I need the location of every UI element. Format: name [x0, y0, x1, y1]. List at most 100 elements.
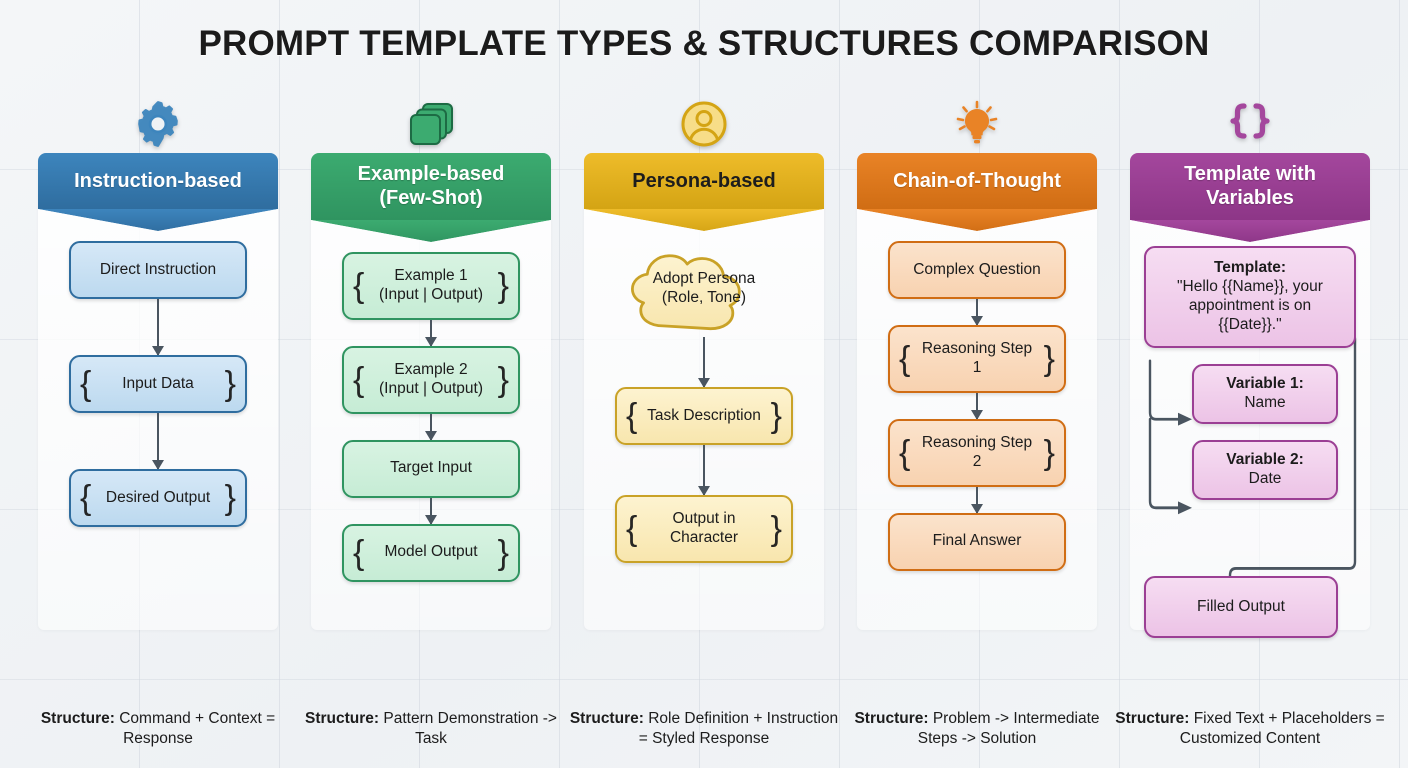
layers-icon	[410, 103, 453, 145]
template-flow: Template: "Hello {{Name}}, your appointm…	[1130, 242, 1370, 755]
variable-value: Date	[1248, 469, 1282, 487]
column-caption: Structure: Role Definition + Instruction…	[564, 709, 844, 749]
flow-node[interactable]: Final Answer	[888, 512, 1066, 571]
layers-icon-wrap	[401, 95, 461, 153]
node-label: Direct Instruction	[99, 260, 217, 278]
flow-arrow	[976, 299, 978, 325]
filled-output-node[interactable]: Filled Output	[1144, 576, 1338, 638]
column-example-based: Example-based(Few-Shot) { } Example 1(In…	[297, 95, 565, 755]
variable-node-2[interactable]: Variable 2: Date	[1192, 440, 1338, 500]
node-sublabel: (Input | Output)	[379, 285, 483, 303]
flow-arrow	[976, 486, 978, 513]
flow-node[interactable]: { } Example 1(Input | Output)	[342, 252, 520, 320]
caption-label: Structure:	[569, 709, 644, 727]
flow-column: Adopt Persona (Role, Tone) { } Task Desc…	[584, 231, 824, 755]
flow-column: Direct Instruction { } Input Data { } De…	[38, 231, 278, 755]
node-label: Output in	[672, 510, 736, 527]
flow-arrow	[703, 445, 705, 495]
column-banner-instruction-based[interactable]: Instruction-based	[38, 153, 278, 209]
banner-line: Template with	[1184, 163, 1316, 185]
variable-value: Name	[1244, 393, 1286, 411]
node-label: Task Description	[647, 406, 761, 424]
flow-arrow	[157, 413, 159, 469]
node-label: Final Answer	[932, 532, 1022, 550]
curly-braces-icon	[1230, 103, 1270, 139]
column-instruction-based: Instruction-based Direct Instruction { }…	[24, 95, 292, 755]
flow-node[interactable]: Complex Question	[888, 241, 1066, 299]
template-definition-node[interactable]: Template: "Hello {{Name}}, your appointm…	[1144, 246, 1356, 348]
column-caption: Structure: Fixed Text + Placeholders = C…	[1110, 709, 1390, 749]
flow-arrow	[157, 299, 159, 355]
flow-column: Complex Question { } Reasoning Step 1 { …	[857, 231, 1097, 755]
flow-node[interactable]: { } Input Data	[69, 355, 247, 413]
person-icon-wrap	[674, 95, 734, 153]
node-label: Complex Question	[913, 260, 1041, 278]
caption-text: Role Definition + Instruction = Styled R…	[638, 709, 839, 747]
flow-node[interactable]: { } Model Output	[342, 523, 520, 582]
lightbulb-icon	[956, 100, 998, 144]
caption-label: Structure:	[1115, 709, 1190, 727]
gear-icon-wrap	[128, 95, 188, 153]
column-banner-persona-based[interactable]: Persona-based	[584, 153, 824, 209]
page-title: PROMPT TEMPLATE TYPES & STRUCTURES COMPA…	[198, 24, 1210, 63]
flow-node[interactable]: { } Task Description	[615, 387, 793, 445]
column-persona-based: Persona-based Adopt Persona (Role, Tone)…	[570, 95, 838, 755]
node-sublabel: (Role, Tone)	[661, 289, 747, 306]
banner-line: Instruction-based	[74, 169, 242, 192]
banner-line: Example-based	[357, 163, 505, 185]
column-chain-of-thought: Chain-of-Thought Complex Question { } Re…	[843, 95, 1111, 755]
flow-node[interactable]: { } Reasoning Step 1	[888, 325, 1066, 393]
flow-arrow	[976, 392, 978, 419]
column-caption: Structure: Command + Context = Response	[18, 709, 298, 749]
variable-label: Variable 2:	[1226, 451, 1304, 468]
template-label: Template:	[1213, 259, 1287, 276]
node-label: Desired Output	[105, 488, 211, 506]
node-label: Target Input	[390, 459, 472, 477]
column-banner-chain-of-thought[interactable]: Chain-of-Thought	[857, 153, 1097, 209]
column-container: Instruction-based Direct Instruction { }…	[24, 95, 1385, 755]
curly-braces-icon-wrap	[1220, 95, 1280, 153]
caption-text: Command + Context = Response	[119, 709, 276, 747]
variable-node-1[interactable]: Variable 1: Name	[1192, 364, 1338, 424]
caption-text: Pattern Demonstration -> Task	[383, 709, 557, 747]
gear-icon	[138, 101, 178, 147]
caption-text: Fixed Text + Placeholders = Customized C…	[1179, 709, 1385, 747]
flow-node[interactable]: Direct Instruction	[69, 241, 247, 299]
node-label: Filled Output	[1197, 597, 1285, 615]
node-label: Reasoning Step 2	[921, 433, 1033, 470]
flow-column: { } Example 1(Input | Output) { } Exampl…	[311, 242, 551, 755]
flow-arrow	[430, 497, 432, 524]
node-label: Example 2	[394, 360, 468, 378]
banner-line: (Few-Shot)	[379, 187, 483, 209]
flow-node[interactable]: Target Input	[342, 439, 520, 498]
caption-label: Structure:	[305, 709, 380, 727]
flow-node[interactable]: { } Desired Output	[69, 469, 247, 527]
node-label: Adopt Persona	[652, 270, 756, 288]
lightbulb-icon-wrap	[947, 95, 1007, 153]
flow-node[interactable]: { } Reasoning Step 2	[888, 418, 1066, 487]
node-sublabel: (Input | Output)	[379, 379, 483, 397]
node-label: Reasoning Step 1	[921, 340, 1033, 376]
banner-line: Variables	[1206, 187, 1294, 209]
flow-arrow	[430, 319, 432, 346]
column-banner-example-based[interactable]: Example-based(Few-Shot)	[311, 153, 551, 220]
node-sublabel: Character	[669, 528, 739, 546]
template-body: "Hello {{Name}}, your appointment is on …	[1177, 277, 1323, 333]
node-label: Example 1	[394, 267, 468, 284]
flow-node[interactable]: { } Example 2(Input | Output)	[342, 345, 520, 414]
column-caption: Structure: Problem -> Intermediate Steps…	[837, 709, 1117, 749]
column-caption: Structure: Pattern Demonstration -> Task	[291, 709, 571, 749]
flow-arrow	[703, 337, 705, 387]
cloud-shape	[630, 254, 741, 331]
node-label: Input Data	[122, 374, 194, 392]
caption-text: Problem -> Intermediate Steps -> Solutio…	[917, 709, 1100, 747]
caption-label: Structure:	[40, 709, 115, 727]
node-label: Model Output	[384, 543, 478, 561]
flow-node-cloud[interactable]: Adopt Persona (Role, Tone)	[611, 241, 797, 337]
caption-label: Structure:	[854, 709, 929, 727]
banner-line: Persona-based	[632, 169, 776, 192]
